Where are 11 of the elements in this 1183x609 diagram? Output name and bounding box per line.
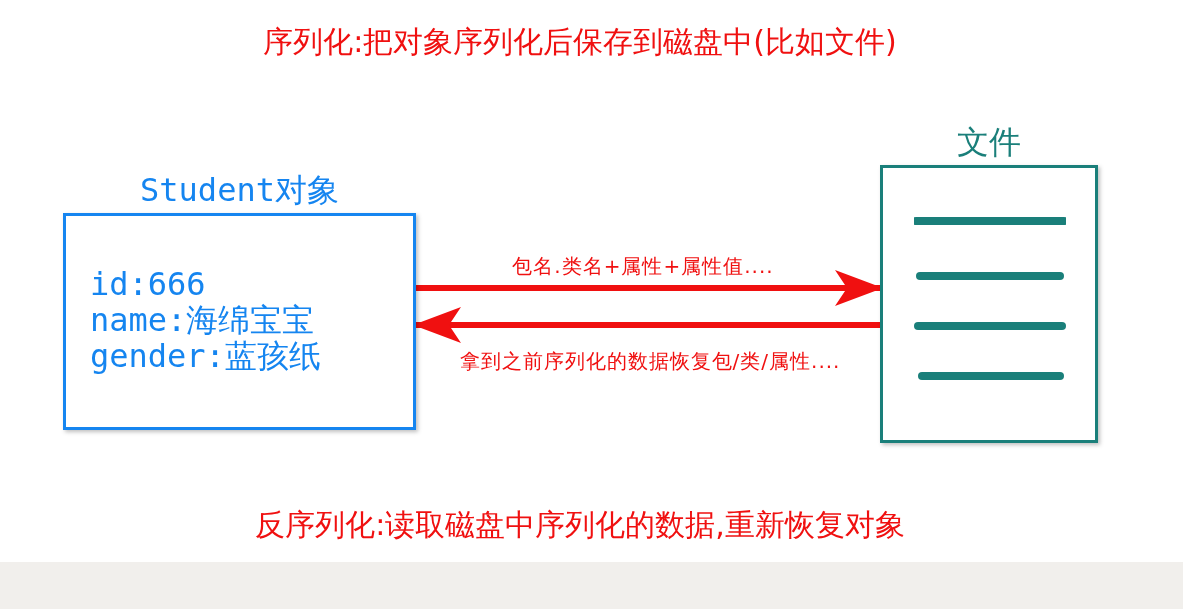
field-text: name:海绵宝宝 — [90, 302, 316, 338]
box-heading: Student对象 — [139, 170, 340, 211]
box-heading: 文件 — [956, 122, 1022, 163]
edge-label: 拿到之前序列化的数据恢复包/类/属性.... — [458, 348, 842, 375]
caption: 反序列化:读取磁盘中序列化的数据,重新恢复对象 — [254, 506, 906, 544]
edge-label: 包名.类名+属性+属性值.... — [511, 253, 775, 280]
field-text: id:666 — [90, 266, 207, 302]
arrow — [413, 307, 880, 343]
arrow — [416, 270, 883, 306]
title: 序列化:把对象序列化后保存到磁盘中(比如文件) — [262, 23, 898, 61]
field-text: gender:蓝孩纸 — [90, 338, 321, 374]
